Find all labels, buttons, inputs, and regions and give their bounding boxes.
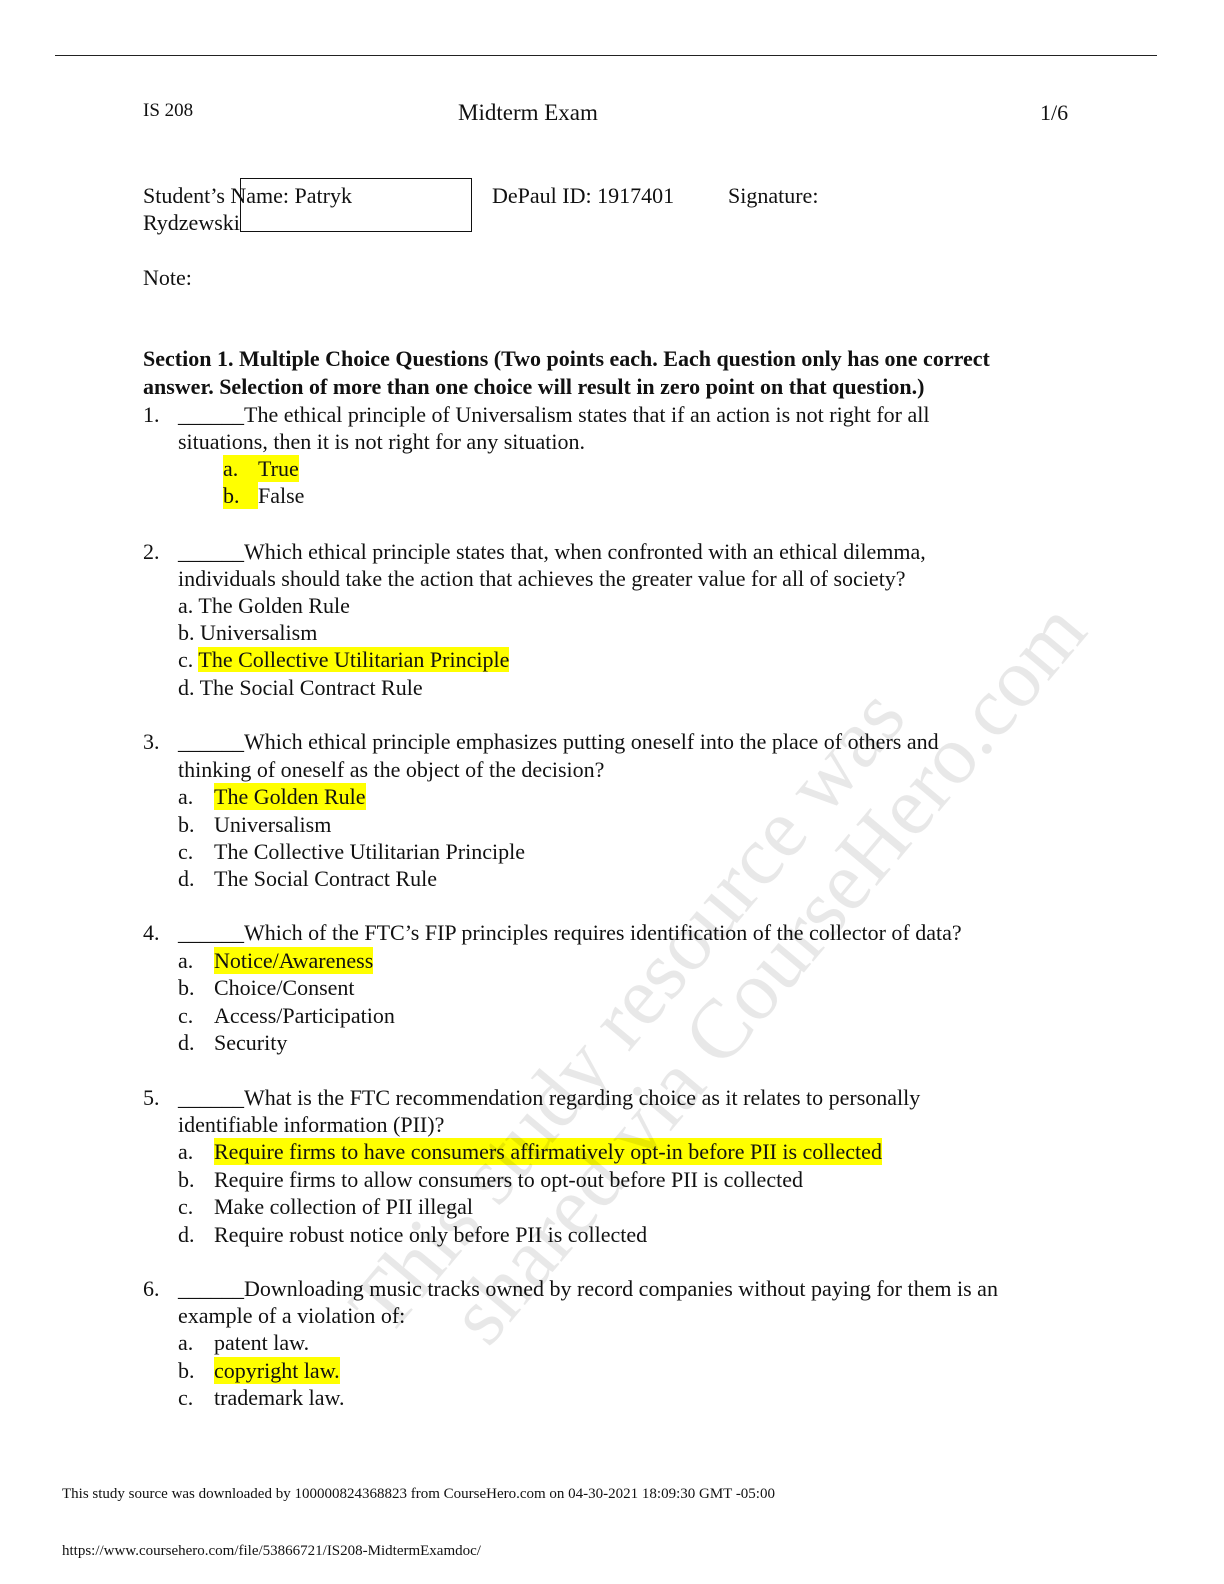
answer-option-letter: c. [178, 1385, 194, 1410]
answer-option-text: The Golden Rule [198, 593, 350, 618]
source-url[interactable]: https://www.coursehero.com/file/53866721… [62, 1543, 481, 1559]
answer-option: a. The Golden Rule [178, 592, 350, 619]
answer-option-text: Require robust notice only before PII is… [214, 1222, 648, 1247]
student-name-continued: Rydzewski [143, 210, 240, 235]
answer-option-text: Choice/Consent [214, 975, 355, 1000]
answer-option: c. The Collective Utilitarian Principle [178, 646, 510, 673]
answer-option-text: patent law. [214, 1330, 310, 1355]
question-text: ______Which of the FTC’s FIP principles … [178, 920, 962, 945]
answer-option-letter: c. [178, 1194, 194, 1219]
question-number: 6. [143, 1276, 160, 1301]
question-number: 1. [143, 402, 160, 427]
answer-option-letter: b. [223, 482, 258, 509]
answer-option-text: Require firms to have consumers affirmat… [214, 1138, 882, 1165]
question-text: example of a violation of: [178, 1303, 406, 1328]
answer-option-letter: d. [178, 1030, 195, 1055]
answer-option-letter: c. [178, 1003, 194, 1028]
question-text: thinking of oneself as the object of the… [178, 757, 605, 782]
answer-option-text: The Collective Utilitarian Principle [198, 647, 510, 672]
answer-option-text: Access/Participation [214, 1003, 395, 1028]
top-rule [55, 55, 1157, 56]
name-box [240, 178, 472, 232]
answer-option-letter: d. [178, 866, 195, 891]
answer-option-letter: a. [178, 1139, 194, 1164]
answer-option: d. The Social Contract Rule [178, 674, 423, 701]
answer-option-letter: a. [178, 948, 194, 973]
answer-option-text: copyright law. [214, 1357, 340, 1384]
course-code: IS 208 [143, 100, 194, 121]
depaul-id: DePaul ID: 1917401 [492, 183, 675, 208]
answer-option-letter: a. [178, 1330, 194, 1355]
answer-option-letter: b. [178, 620, 195, 645]
answer-option-text: Require firms to allow consumers to opt-… [214, 1167, 803, 1192]
student-name-label: Student’s Name: Patryk [143, 183, 352, 208]
question-number: 2. [143, 539, 160, 564]
answer-option-text: Universalism [200, 620, 318, 645]
answer-option-text: Universalism [214, 812, 332, 837]
answer-option-letter: b. [178, 812, 195, 837]
section-heading-line2: answer. Selection of more than one choic… [143, 374, 925, 399]
section-heading-line1: Section 1. Multiple Choice Questions (Tw… [143, 346, 990, 371]
signature-label: Signature: [728, 183, 819, 208]
answer-option: b. Universalism [178, 619, 317, 646]
note-label: Note: [143, 265, 192, 290]
question-text: situations, then it is not right for any… [178, 429, 585, 454]
question-text: identifiable information (PII)? [178, 1112, 445, 1137]
answer-option-text: The Social Contract Rule [199, 675, 423, 700]
download-note: This study source was downloaded by 1000… [62, 1486, 775, 1502]
question-text: ______Which ethical principle emphasizes… [178, 729, 939, 754]
question-text: individuals should take the action that … [178, 566, 906, 591]
answer-option-text: The Collective Utilitarian Principle [214, 839, 525, 864]
answer-option-letter: b. [178, 1358, 195, 1383]
answer-option-letter: d. [178, 1222, 195, 1247]
answer-option-text: The Social Contract Rule [214, 866, 437, 891]
answer-option-text: trademark law. [214, 1385, 345, 1410]
answer-option-letter: a. [178, 593, 194, 618]
question-number: 3. [143, 729, 160, 754]
answer-option-text: True [258, 455, 299, 482]
answer-option-letter: a. [178, 784, 194, 809]
question-text: ______Downloading music tracks owned by … [178, 1276, 998, 1301]
question-text: ______Which ethical principle states tha… [178, 539, 926, 564]
question-text: ______The ethical principle of Universal… [178, 402, 930, 427]
answer-option-text: Security [214, 1030, 288, 1055]
answer-option-text: Notice/Awareness [214, 947, 374, 974]
answer-option-letter: d. [178, 675, 195, 700]
answer-option-text: False [258, 483, 305, 508]
answer-option-letter: a. [223, 455, 258, 482]
question-text: ______What is the FTC recommendation reg… [178, 1085, 921, 1110]
answer-option-letter: b. [178, 975, 195, 1000]
answer-option-text: Make collection of PII illegal [214, 1194, 474, 1219]
answer-option-letter: b. [178, 1167, 195, 1192]
page-title: Midterm Exam [458, 100, 598, 125]
answer-option-text: The Golden Rule [214, 783, 366, 810]
page-number: 1/6 [1040, 100, 1069, 125]
answer-option-letter: c. [178, 647, 194, 672]
answer-option-letter: c. [178, 839, 194, 864]
question-number: 4. [143, 920, 160, 945]
question-number: 5. [143, 1085, 160, 1110]
